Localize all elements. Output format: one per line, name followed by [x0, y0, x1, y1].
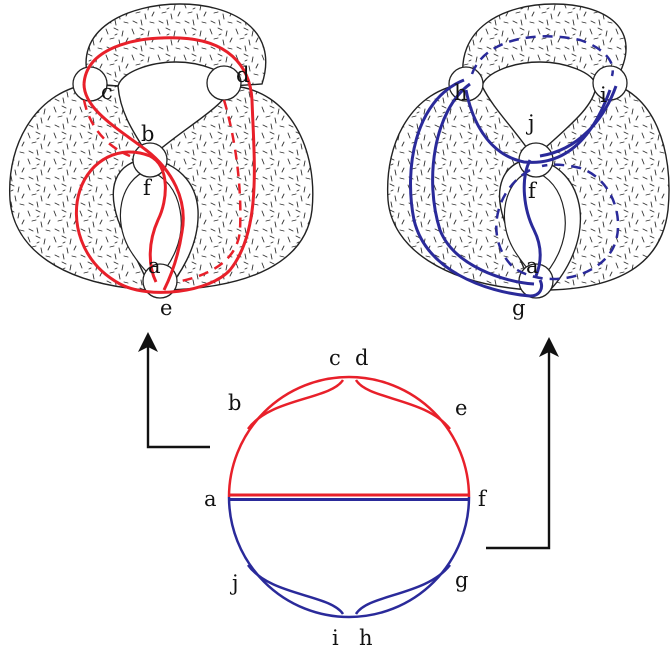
chord-label-i: i [332, 626, 339, 650]
right-label-h: h [454, 81, 468, 105]
chord-hg [354, 564, 451, 615]
right-label-a: a [526, 254, 539, 278]
left-label-b: b [141, 122, 154, 146]
right-label-j: j [525, 111, 535, 135]
left-label-c: c [101, 80, 113, 104]
left-red-curve-dashed [82, 99, 131, 158]
chord-de [354, 379, 451, 430]
left-label-f: f [143, 176, 153, 200]
left-label-a: a [148, 254, 161, 278]
chord-label-d: d [355, 346, 368, 370]
chord-label-a: a [204, 487, 217, 511]
right-blue-curve-dashed-top [470, 35, 614, 77]
chord-ji [246, 564, 345, 615]
right-disc-i [592, 65, 628, 101]
left-arrow [138, 332, 210, 449]
chord-label-g: g [455, 568, 468, 592]
right-arrow [486, 337, 559, 550]
right-blue-curve-inner [431, 82, 535, 286]
right-blue-curve-outer [409, 78, 544, 298]
right-blue-curve-dashed-bottom [495, 163, 620, 281]
right-label-g: g [512, 296, 525, 320]
right-disc-h [448, 66, 484, 102]
left-red-curve-solid [74, 36, 256, 294]
left-label-d: d [236, 63, 249, 87]
right-blue-curve-ij [539, 85, 618, 158]
left-red-curve-solid-2 [82, 83, 185, 291]
left-top-lobe [85, 3, 267, 87]
right-label-i: i [600, 83, 607, 107]
chord-label-j: j [229, 571, 239, 595]
chord-upper-arc [227, 375, 471, 498]
right-top-lobe [462, 3, 627, 87]
chord-label-b: b [228, 391, 241, 415]
left-label-e: e [160, 296, 172, 320]
right-arrowhead-icon [539, 337, 559, 357]
left-arrowhead-icon [138, 332, 158, 352]
chord-bc [246, 379, 345, 430]
chord-diagram: c d b e a f j g i h [204, 346, 488, 650]
chord-label-h: h [359, 626, 373, 650]
chord-label-f: f [478, 487, 488, 511]
left-surface: c d b f a e [9, 3, 314, 320]
chord-label-c: c [329, 346, 341, 370]
right-surface: h i j f a g [386, 3, 670, 320]
right-label-f: f [528, 179, 538, 203]
chord-label-e: e [455, 396, 467, 420]
chord-lower-arc [227, 496, 471, 619]
right-blue-curve-fa [522, 159, 542, 277]
left-red-curve-dashed-2 [175, 99, 242, 284]
left-disc-bf [132, 142, 168, 178]
